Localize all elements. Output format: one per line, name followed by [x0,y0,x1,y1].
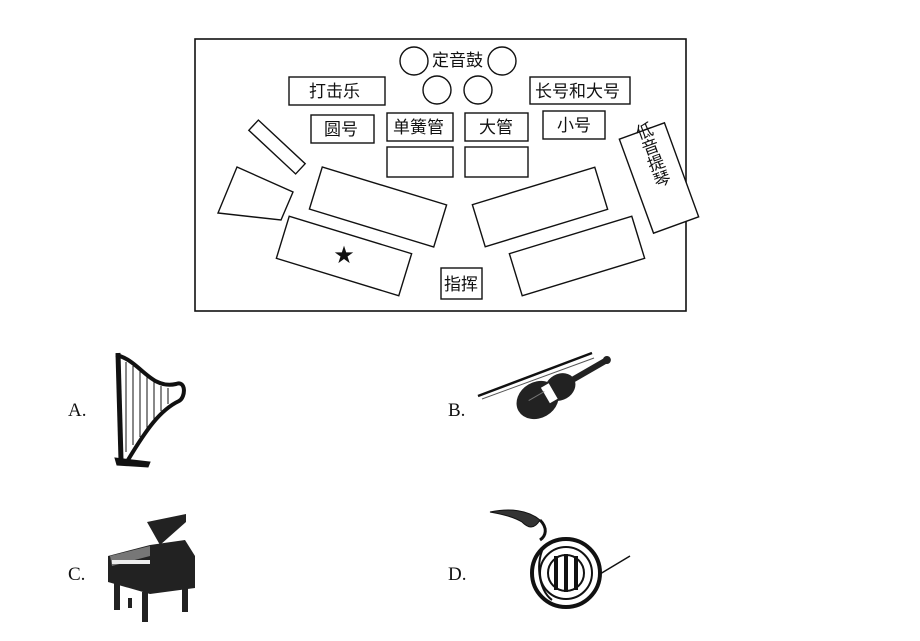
timpani-drum-1 [399,46,429,76]
option-c-letter: C. [68,564,85,585]
bassoon-box [464,112,529,142]
option-b-letter: B. [448,400,465,421]
clarinet-box [386,112,454,142]
piano-slot [216,166,294,221]
second-violin-section [508,215,646,297]
percussion-label: 打击乐 [309,82,360,102]
option-b[interactable]: B. [448,342,619,426]
timpani-group: 定音鼓 [399,46,517,105]
harp-icon [114,352,186,468]
answer-options: A. B. [68,342,631,622]
double-bass-box [618,121,700,235]
timpani-label: 定音鼓 [432,51,483,71]
harp-slot [247,119,307,175]
flute-box [386,146,454,178]
orchestra-seating-plan: 定音鼓 打击乐 长号和大号 圆号 单簧管 大管 小号 低音提琴 [194,38,700,312]
timpani-drum-3 [422,75,452,105]
option-a-letter: A. [68,400,86,421]
oboe-box [464,146,529,178]
conductor-label: 指挥 [444,275,478,295]
trombone-tuba-box [529,76,631,105]
clarinet-label: 单簧管 [393,118,444,138]
timpani-drum-4 [463,75,493,105]
cello-section [471,166,609,248]
timpani-drum-2 [487,46,517,76]
option-a[interactable]: A. [68,352,186,468]
horn-box [310,114,375,144]
trumpet-label: 小号 [557,116,591,136]
conductor-box [440,267,483,300]
option-c[interactable]: C. [68,514,195,622]
viola-section [308,166,448,248]
grand-piano-icon [108,514,195,622]
french-horn-icon [489,509,631,609]
trumpet-box [542,110,606,140]
violin-icon [477,351,611,420]
star-marker: ★ [333,241,355,269]
first-violin-section: ★ [275,215,413,297]
horn-label: 圆号 [324,120,358,140]
option-d-letter: D. [448,564,466,585]
trombone-tuba-label: 长号和大号 [535,82,620,102]
option-d[interactable]: D. [448,509,631,609]
double-bass-group: 低音提琴 [618,120,700,235]
bassoon-label: 大管 [479,118,513,138]
percussion-box [288,76,386,106]
